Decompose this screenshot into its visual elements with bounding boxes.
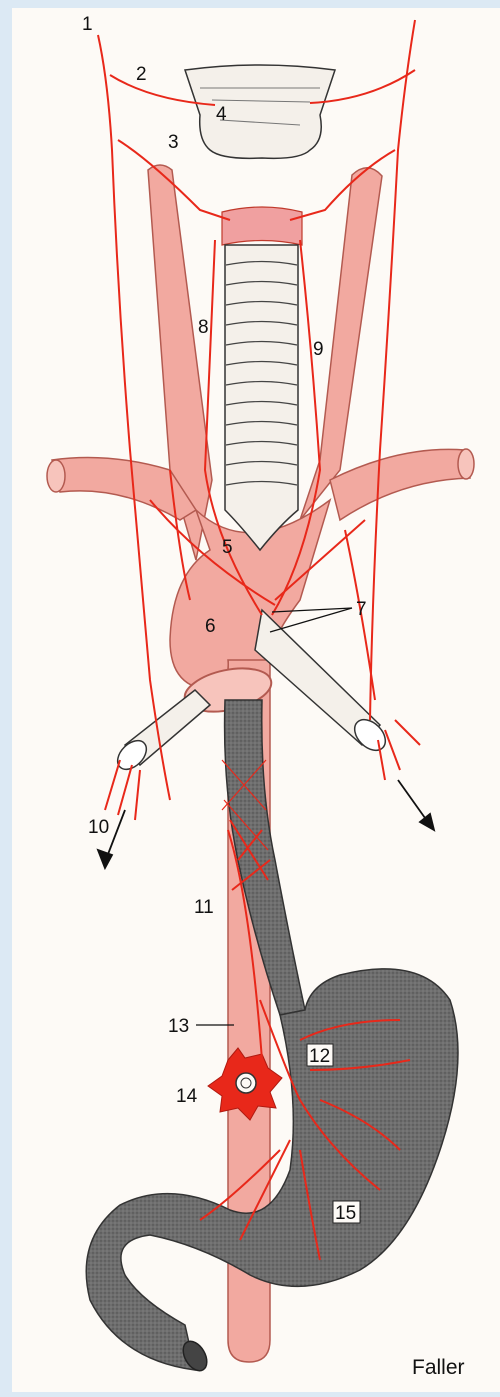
label-8: 8 xyxy=(198,317,209,338)
label-5: 5 xyxy=(222,537,233,558)
left-subclavian-end xyxy=(458,449,474,479)
celiac-trunk xyxy=(236,1073,256,1093)
label-11: 11 xyxy=(194,897,214,918)
label-14: 14 xyxy=(176,1086,198,1107)
label-15: 15 xyxy=(335,1203,356,1224)
label-13: 13 xyxy=(168,1016,189,1037)
author-credit: Faller xyxy=(412,1356,465,1380)
label-12: 12 xyxy=(309,1046,330,1067)
stomach xyxy=(86,969,458,1370)
trachea xyxy=(225,245,298,550)
right-subclavian-end xyxy=(47,460,65,492)
label-1: 1 xyxy=(82,14,93,35)
cricoid xyxy=(222,207,302,245)
label-6: 6 xyxy=(205,616,216,637)
label-10: 10 xyxy=(88,817,109,838)
label-15-box: 15 xyxy=(333,1201,360,1224)
label-12-box: 12 xyxy=(307,1044,333,1067)
label-4: 4 xyxy=(216,104,227,125)
arrow-left-lung xyxy=(398,780,434,830)
label-3: 3 xyxy=(168,132,179,153)
label-7: 7 xyxy=(356,599,367,620)
larynx xyxy=(185,65,335,158)
label-2: 2 xyxy=(136,64,147,85)
left-subclavian-artery xyxy=(330,449,470,520)
label-9: 9 xyxy=(313,339,324,360)
